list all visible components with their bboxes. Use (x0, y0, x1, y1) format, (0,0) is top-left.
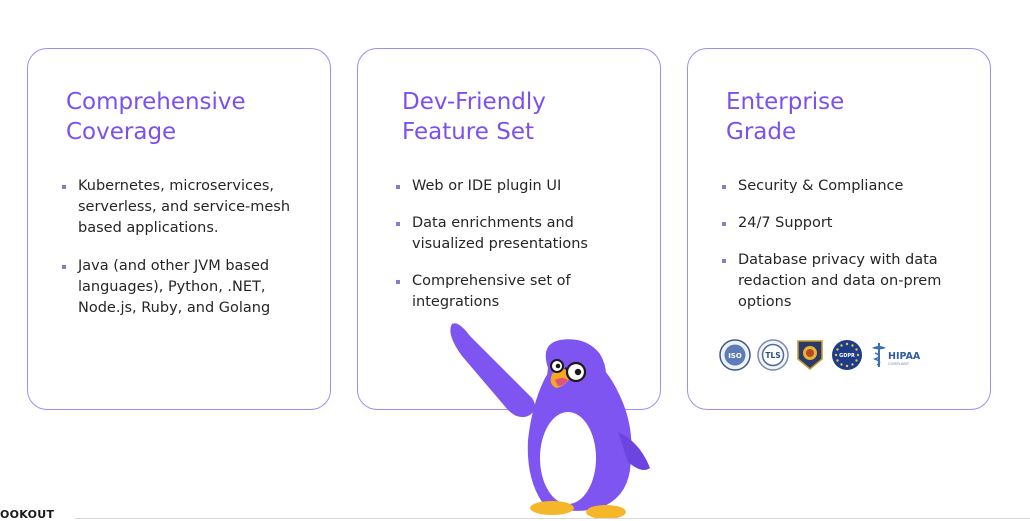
list-item: Security & Compliance (722, 176, 967, 197)
hipaa-badge-icon: HIPAA COMPLIANT (872, 343, 921, 367)
list-item: Database privacy with data redaction and… (722, 250, 967, 313)
card-dev-friendly: Dev-Friendly Feature Set Web or IDE plug… (357, 48, 661, 410)
gdpr-badge-icon: GDPR (832, 340, 862, 370)
card-enterprise-grade: Enterprise Grade Security & Compliance 2… (687, 48, 991, 410)
card-title: Dev-Friendly Feature Set (402, 89, 546, 145)
security-shield-badge-icon (797, 340, 823, 370)
feature-list: Security & Compliance 24/7 Support Datab… (722, 176, 967, 329)
iso-badge-icon: ISO (719, 339, 751, 371)
svg-text:HIPAA: HIPAA (888, 351, 921, 362)
brand-logo: OOKOUT (0, 508, 55, 521)
footer-divider (75, 518, 1030, 519)
penguin-mascot-icon (450, 323, 650, 519)
list-item: Data enrichments and visualized presenta… (396, 213, 641, 255)
card-title: Enterprise Grade (726, 89, 845, 145)
tls-badge-icon: TLS (757, 339, 789, 371)
svg-text:TLS: TLS (765, 351, 780, 360)
list-item: Comprehensive set of integrations (396, 271, 641, 313)
compliance-badges: ISO TLS GDPR HIPAA COMP (719, 339, 925, 371)
list-item: Java (and other JVM based languages), Py… (62, 256, 302, 319)
svg-text:GDPR: GDPR (839, 353, 855, 359)
feature-list: Web or IDE plugin UI Data enrichments an… (396, 176, 641, 329)
list-item: 24/7 Support (722, 213, 967, 234)
svg-text:COMPLIANT: COMPLIANT (888, 362, 910, 366)
card-title: Comprehensive Coverage (66, 89, 246, 145)
feature-list: Kubernetes, microservices, serverless, a… (62, 176, 302, 336)
svg-text:ISO: ISO (728, 352, 742, 360)
list-item: Kubernetes, microservices, serverless, a… (62, 176, 302, 239)
list-item: Web or IDE plugin UI (396, 176, 641, 197)
card-comprehensive-coverage: Comprehensive Coverage Kubernetes, micro… (27, 48, 331, 410)
